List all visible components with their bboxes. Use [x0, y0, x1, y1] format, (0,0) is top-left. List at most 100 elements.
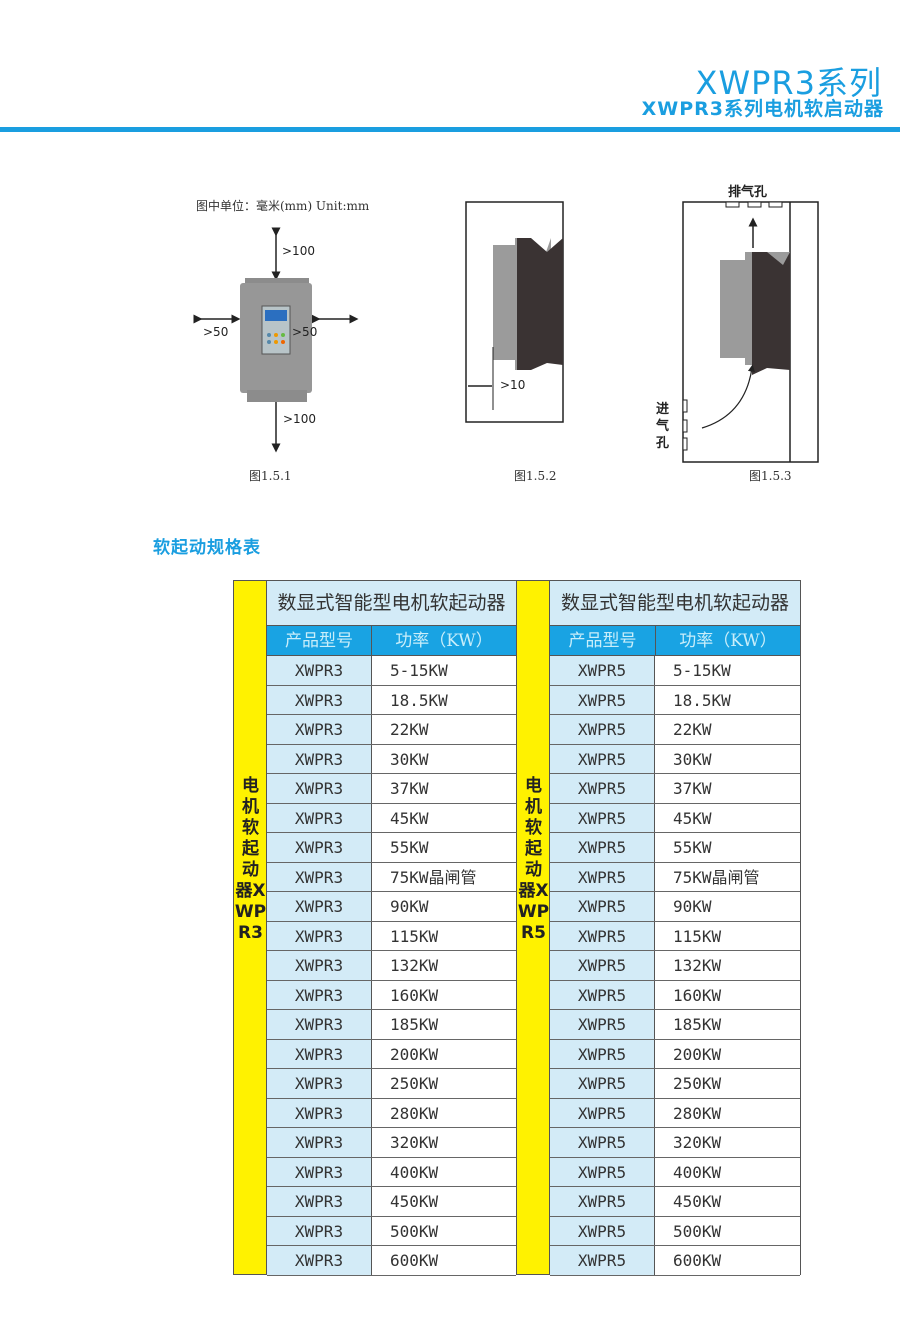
power-cell: 320KW: [655, 1128, 800, 1157]
model-cell: XWPR3: [267, 1039, 372, 1068]
power-cell: 45KW: [372, 803, 516, 832]
model-cell: XWPR5: [550, 1187, 655, 1216]
power-cell: 75KW晶闸管: [655, 862, 800, 891]
unit-note: 图中单位：毫米(mm) Unit:mm: [196, 199, 370, 213]
side-clearance: >10: [500, 378, 526, 392]
model-cell: XWPR5: [550, 715, 655, 744]
figure-2-side-clearance-diagram: [465, 201, 564, 423]
power-cell: 37KW: [655, 774, 800, 803]
column-header-power: 功率（KW）: [372, 626, 516, 656]
power-cell: 600KW: [372, 1246, 516, 1275]
model-cell: XWPR5: [550, 951, 655, 980]
model-cell: XWPR3: [267, 1157, 372, 1186]
model-cell: XWPR5: [550, 1069, 655, 1098]
power-cell: 22KW: [655, 715, 800, 744]
figure-1-caption: 图1.5.1: [249, 469, 292, 483]
model-cell: XWPR3: [267, 862, 372, 891]
figure-2-caption: 图1.5.2: [514, 469, 557, 483]
power-cell: 185KW: [655, 1010, 800, 1039]
model-cell: XWPR5: [550, 803, 655, 832]
model-cell: XWPR5: [550, 744, 655, 773]
power-cell: 90KW: [372, 892, 516, 921]
model-cell: XWPR3: [267, 951, 372, 980]
model-cell: XWPR5: [550, 921, 655, 950]
model-cell: XWPR3: [267, 1010, 372, 1039]
model-cell: XWPR5: [550, 980, 655, 1009]
model-cell: XWPR3: [267, 980, 372, 1009]
spec-table-xwpr3: 电机软起动器XWPR3 数显式智能型电机软起动器 产品型号 功率（KW） XWP…: [233, 580, 517, 1276]
model-cell: XWPR3: [267, 715, 372, 744]
figure-3-caption: 图1.5.3: [749, 469, 792, 483]
power-cell: 115KW: [655, 921, 800, 950]
model-cell: XWPR5: [550, 685, 655, 714]
header-divider: [0, 127, 900, 132]
table-title: 数显式智能型电机软起动器: [267, 581, 516, 626]
power-cell: 55KW: [655, 833, 800, 862]
model-cell: XWPR3: [267, 744, 372, 773]
model-cell: XWPR5: [550, 833, 655, 862]
clearance-left: >50: [203, 325, 229, 339]
model-cell: XWPR5: [550, 892, 655, 921]
power-cell: 45KW: [655, 803, 800, 832]
model-cell: XWPR5: [550, 1246, 655, 1275]
model-cell: XWPR3: [267, 1098, 372, 1127]
model-cell: XWPR3: [267, 656, 372, 685]
model-cell: XWPR5: [550, 1128, 655, 1157]
table-title: 数显式智能型电机软起动器: [550, 581, 800, 626]
power-cell: 200KW: [372, 1039, 516, 1068]
model-cell: XWPR5: [550, 1157, 655, 1186]
column-header-model: 产品型号: [267, 626, 372, 656]
power-cell: 280KW: [655, 1098, 800, 1127]
power-cell: 132KW: [655, 951, 800, 980]
model-cell: XWPR3: [267, 1246, 372, 1275]
side-label: 电机软起动器XWPR5: [517, 776, 550, 943]
power-cell: 132KW: [372, 951, 516, 980]
power-cell: 5-15KW: [655, 656, 800, 685]
clearance-bottom: >100: [283, 412, 316, 426]
power-cell: 250KW: [655, 1069, 800, 1098]
model-cell: XWPR5: [550, 1216, 655, 1245]
power-cell: 450KW: [655, 1187, 800, 1216]
power-cell: 160KW: [372, 980, 516, 1009]
clearance-top: >100: [282, 244, 315, 258]
model-cell: XWPR3: [267, 1069, 372, 1098]
side-label-strip: 电机软起动器XWPR3: [234, 581, 267, 1274]
model-cell: XWPR3: [267, 685, 372, 714]
figure-1-clearance-diagram: [193, 227, 359, 453]
power-cell: 500KW: [372, 1216, 516, 1245]
power-cell: 500KW: [655, 1216, 800, 1245]
clearance-right: >50: [292, 325, 318, 339]
power-cell: 22KW: [372, 715, 516, 744]
series-subtitle: XWPR3系列电机软启动器: [641, 98, 884, 120]
model-cell: XWPR5: [550, 774, 655, 803]
power-cell: 450KW: [372, 1187, 516, 1216]
